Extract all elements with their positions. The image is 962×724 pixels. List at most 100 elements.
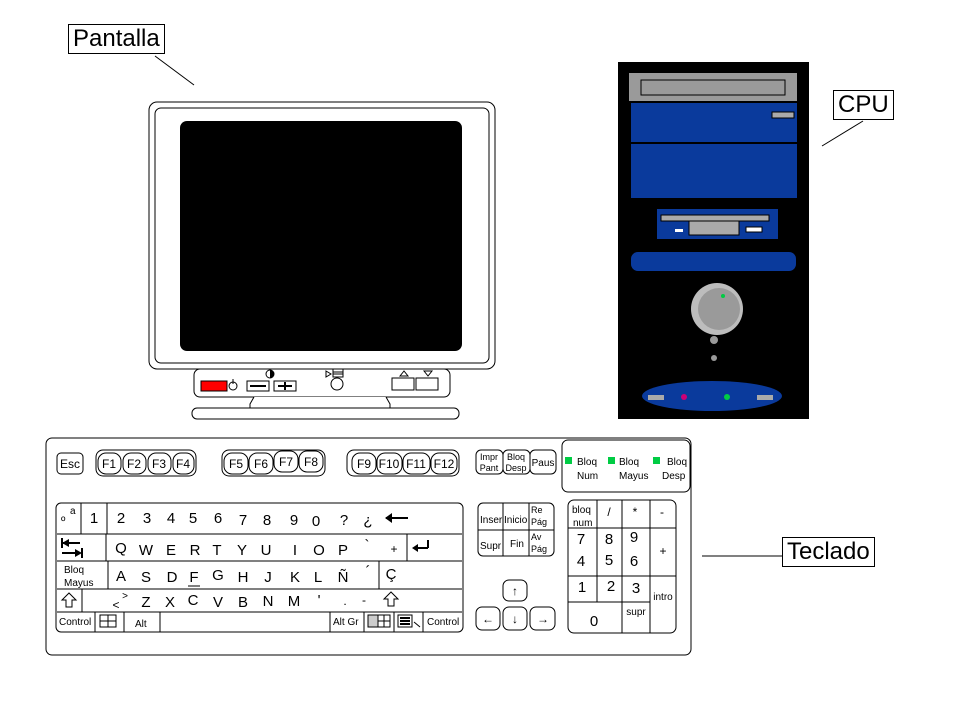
key-minus-label: -: [362, 593, 366, 607]
key-arrow-down: [502, 606, 528, 631]
label-cpu: CPU: [833, 90, 894, 120]
key-grave-label: `: [365, 537, 370, 554]
key-plus-label: +: [390, 542, 397, 556]
key-r-label: R: [190, 542, 201, 559]
key-numpad-plus-label: +: [659, 544, 666, 558]
arrow-keys: ↑ ← ↓ →: [475, 579, 556, 631]
menu-button: [330, 377, 344, 391]
key-numpad-3-label: 3: [632, 580, 640, 597]
keyboard-body: [45, 437, 692, 656]
key-f10-label: F10: [379, 457, 400, 471]
key-numpad-5-label: 5: [605, 552, 613, 569]
leader-line-pantalla: [154, 55, 195, 86]
key-re-label: Re: [531, 505, 543, 515]
key-f6: [248, 452, 274, 475]
key-bloq-desp-top-label: Bloq: [507, 452, 525, 462]
monitor-base: [191, 407, 460, 420]
led-bloq-mayus-top: Bloq: [619, 457, 639, 468]
key-f4-label: F4: [176, 457, 190, 471]
cpu-power-led: [721, 294, 725, 298]
key-c-label: C: [188, 592, 199, 609]
key-question-label: ?: [340, 512, 348, 529]
key-u-label: U: [261, 542, 272, 559]
key-7-label: 7: [239, 512, 247, 529]
floppy-led: [675, 229, 683, 232]
key-esc-label: Esc: [60, 457, 80, 471]
led-bloq-desp-bottom: Desp: [662, 471, 686, 482]
led-bloq-mayus-bottom: Mayus: [619, 471, 648, 482]
key-q-label: Q: [115, 540, 127, 557]
shift-left-icon: [60, 592, 78, 608]
f5-f8-group: [221, 449, 326, 477]
key-numpad-9-label: 9: [630, 529, 638, 546]
key-z-label: Z: [141, 594, 150, 611]
key-numpad-2-label: 2: [607, 578, 615, 595]
key-c-cedilla-label: Ç: [386, 566, 397, 583]
key-f7-label: F7: [279, 455, 293, 469]
key-numpad-8-label: 8: [605, 531, 613, 548]
led-bloq-num-top: Bloq: [577, 457, 597, 468]
key-4-label: 4: [167, 510, 175, 527]
cd-drive-tray: [640, 79, 786, 96]
key-n-label: N: [263, 593, 274, 610]
cpu-bottom-slot-right: [757, 395, 773, 400]
key-bloq-mayus-top-label: Bloq: [64, 565, 84, 576]
key-x-label: X: [165, 594, 175, 611]
key-re-pag-label: Pág: [531, 517, 547, 527]
cpu-small-led: [711, 355, 717, 361]
key-s-label: S: [141, 569, 151, 586]
key-f9: [351, 452, 377, 475]
numeric-keypad: bloq num / * - 7 8 9 + 4 5 6 1 2 3 0 sup…: [567, 499, 677, 634]
key-8-label: 8: [263, 512, 271, 529]
key-arrow-left: [475, 606, 501, 631]
drive-bay-1: [631, 103, 797, 142]
key-inicio-label: Inicio: [504, 515, 528, 526]
key-o-label: O: [313, 542, 325, 559]
cpu-tower: [618, 62, 809, 419]
main-key-block: a º 1 2 3 4 5 6 7 8 9 0 ? ¿ Q W E R T Y: [55, 502, 464, 633]
adjust-down-button: [415, 377, 439, 391]
key-control-right-label: Control: [427, 617, 459, 628]
hdd-led: [681, 394, 687, 400]
enter-icon: [412, 540, 429, 552]
key-impr-label: Impr: [480, 452, 498, 462]
key-9-label: 9: [290, 512, 298, 529]
monitor-neck: [249, 396, 391, 410]
shift-right-icon: [382, 591, 400, 607]
key-inverted-question-label: ¿: [363, 512, 372, 529]
power-button: [200, 380, 228, 392]
key-bloq-num-top-label: bloq: [572, 505, 591, 516]
key-divide-label: /: [607, 505, 611, 519]
key-period-label: .: [343, 594, 346, 608]
led-bloq-num-bottom: Num: [577, 471, 598, 482]
arrow-down-icon: ↓: [512, 612, 518, 626]
key-m-label: M: [288, 593, 301, 610]
key-h-label: H: [238, 569, 249, 586]
key-bloq-num-bottom-label: num: [573, 518, 592, 529]
cpu-bottom-panel: [642, 381, 782, 411]
key-numpad-6-label: 6: [630, 553, 638, 570]
floppy-door: [688, 220, 740, 236]
key-f12-label: F12: [434, 457, 455, 471]
key-esc: [56, 452, 84, 475]
power-led: [724, 394, 730, 400]
keyboard: [45, 437, 692, 656]
key-intro-label: intro: [653, 592, 673, 603]
key-2-label: 2: [117, 510, 125, 527]
key-pant-label: Pant: [480, 463, 499, 473]
key-f8: [298, 450, 324, 473]
cpu-power-button: [698, 288, 740, 330]
windows-right-icon: [367, 614, 391, 628]
drive-bay-1-button: [771, 111, 795, 119]
led-indicators: Bloq Num Bloq Mayus Bloq Desp: [565, 457, 687, 482]
arrow-right-icon: →: [537, 612, 549, 626]
key-numpad-minus-label: -: [660, 505, 664, 519]
navigation-block: Inser Inicio Re Pág Supr Fin Av Pág: [477, 502, 555, 557]
key-f5: [223, 452, 249, 475]
key-f3-label: F3: [152, 457, 166, 471]
led-bloq-desp-top: Bloq: [667, 457, 687, 468]
led-bloq-desp: [653, 457, 660, 464]
key-bloq-mayus-bottom-label: Mayus: [64, 578, 93, 589]
key-f11-label: F11: [406, 457, 426, 471]
